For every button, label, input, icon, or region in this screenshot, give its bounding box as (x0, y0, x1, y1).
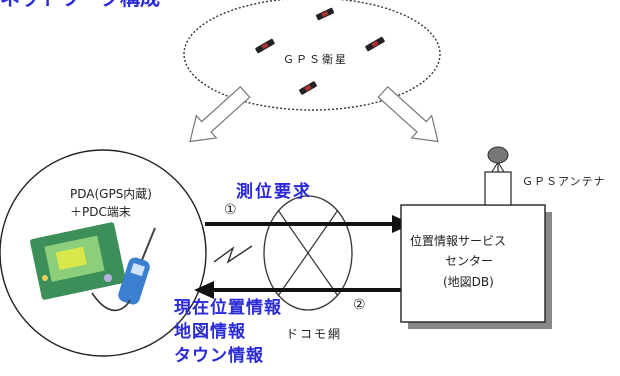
pda-device-icon (30, 222, 126, 300)
gps-antenna-icon (484, 146, 512, 206)
network-label: ドコモ網 (286, 327, 343, 341)
info-town: タウン情報 (174, 346, 264, 366)
server-label-line2: センター (445, 254, 494, 268)
device-cable (91, 292, 131, 312)
wireless-signal (213, 245, 253, 264)
header-fragment: ネットワーク構成 (0, 0, 160, 8)
header-fragment-clip: ネットワーク構成 (0, 0, 240, 16)
pda-label-line2: ＋PDC端末 (70, 205, 131, 219)
step2-marker: ② (353, 297, 366, 313)
satellite-label: ＧＰＳ衛星 (283, 53, 348, 66)
signal-arrow-right (377, 85, 439, 143)
satellite-icon (365, 36, 385, 52)
satellite-ellipse (183, 0, 441, 111)
measure-request-label: 測位要求 (236, 182, 312, 202)
server-label-line1: 位置情報サービス (410, 234, 507, 248)
satellite-icon (315, 7, 335, 21)
network-cloud (263, 195, 353, 311)
pda-label-line1: PDA(GPS内蔵) (70, 187, 152, 201)
server-box (400, 204, 546, 323)
signal-arrow-left (189, 85, 251, 143)
step1-marker: ① (224, 202, 237, 218)
info-current-location: 現在位置情報 (174, 298, 282, 318)
gps-antenna-label: ＧＰＳアンテナ (522, 175, 606, 188)
handset-icon (118, 227, 156, 305)
server-label-line3: (地図DB) (443, 275, 494, 289)
satellite-icon (255, 38, 275, 54)
satellite-icon (299, 81, 317, 95)
response-arrow (194, 281, 404, 299)
info-map: 地図情報 (174, 322, 246, 342)
